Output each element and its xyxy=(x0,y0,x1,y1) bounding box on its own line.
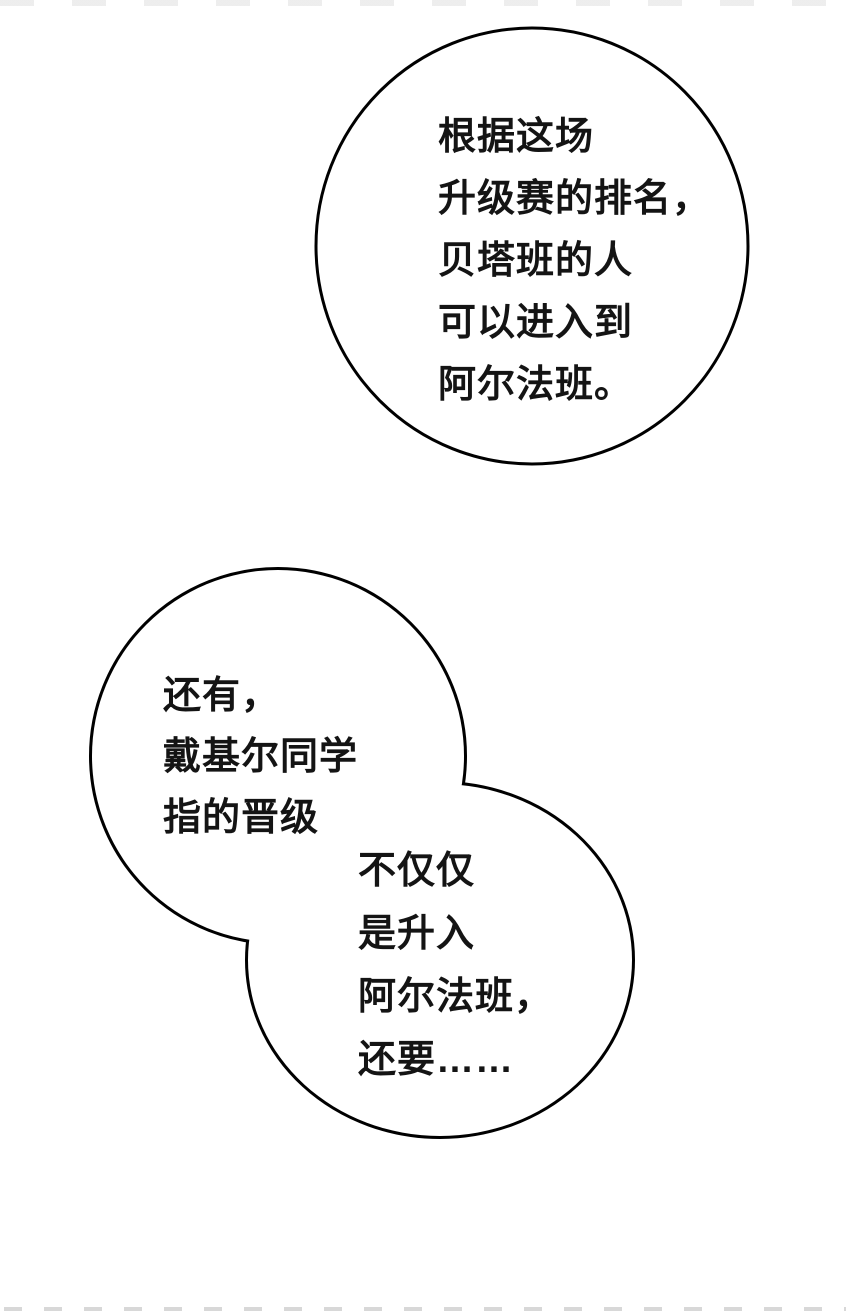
dialogue-line: 戴基尔同学 xyxy=(163,736,359,778)
dialogue-line: 还要…… xyxy=(358,1039,515,1081)
dialogue-line: 升级赛的排名， xyxy=(438,178,712,220)
speech-bubble-top-text: 根据这场 升级赛的排名， 贝塔班的人 可以进入到 阿尔法班。 xyxy=(438,106,711,416)
dialogue-line: 指的晋级 xyxy=(163,797,320,839)
speech-bubble-right-fill xyxy=(248,784,632,1136)
dialogue-line: 不仅仅 xyxy=(358,850,476,892)
speech-bubble-top-outline xyxy=(314,26,750,466)
dialogue-line: 贝塔班的人 xyxy=(438,240,634,282)
speech-bubble-right-text: 不仅仅 是升入 阿尔法班， 还要…… xyxy=(358,840,553,1092)
dialogue-line: 还有， xyxy=(163,675,281,717)
dialogue-line: 阿尔法班。 xyxy=(438,364,634,406)
dialogue-line: 是升入 xyxy=(358,913,476,955)
speech-bubble-left-text: 还有， 戴基尔同学 指的晋级 xyxy=(163,666,358,849)
page-edge-artifact-bottom xyxy=(4,1307,846,1311)
dialogue-line: 根据这场 xyxy=(438,116,595,158)
dialogue-line: 阿尔法班， xyxy=(358,976,554,1018)
page-edge-artifact-top xyxy=(0,0,850,6)
dialogue-line: 可以进入到 xyxy=(438,302,634,344)
